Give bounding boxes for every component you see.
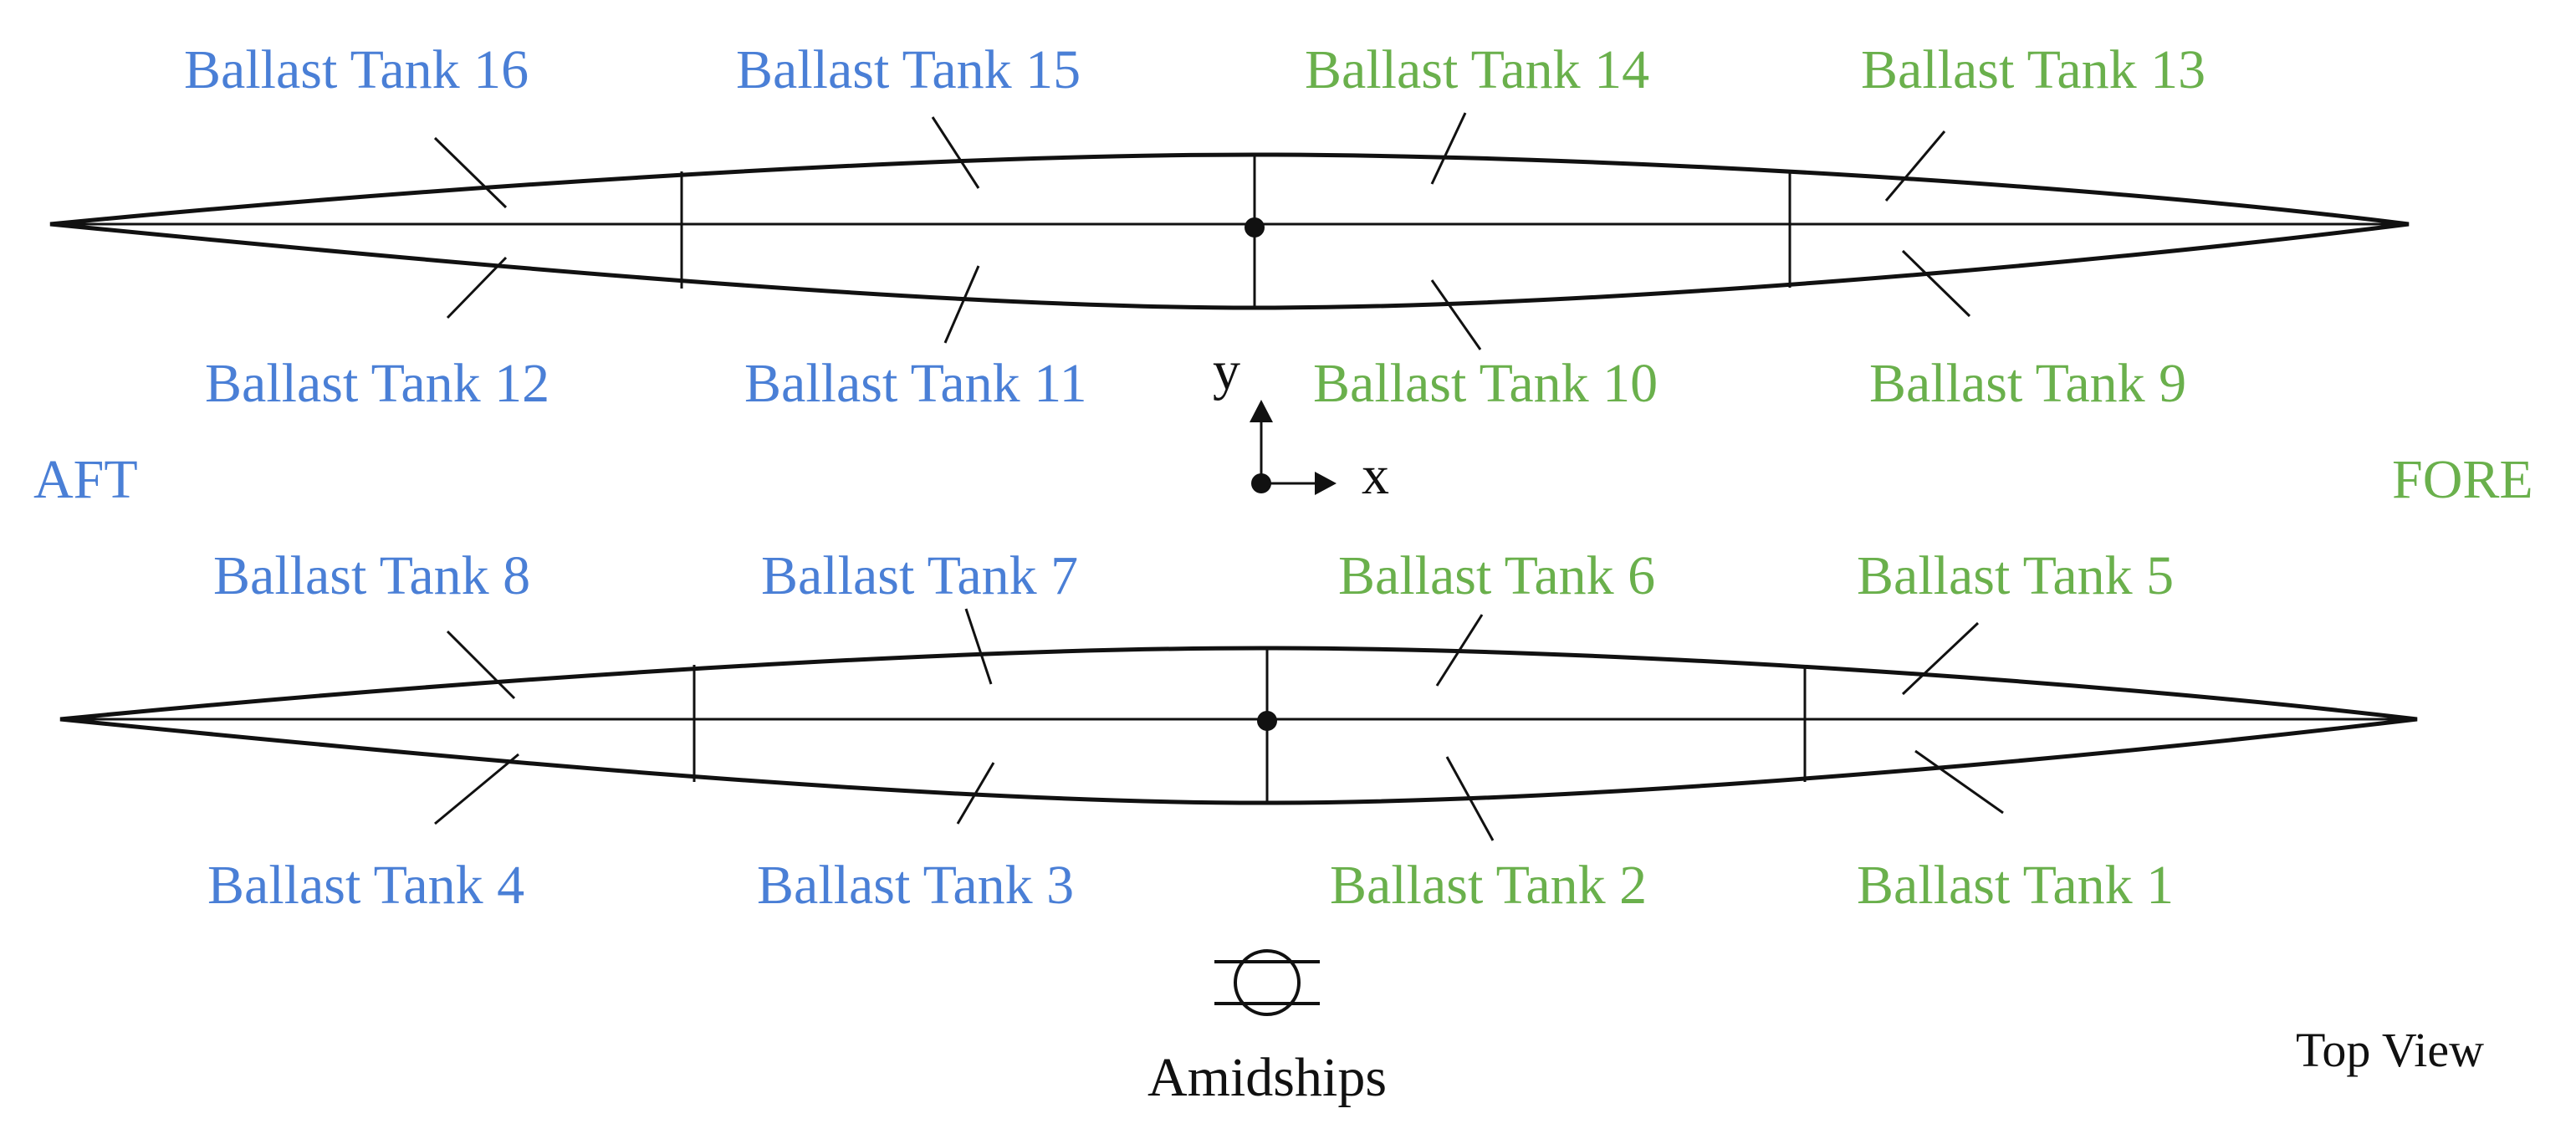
lower-hull-amidships-dot [1257,711,1277,731]
label-tank-7: Ballast Tank 7 [761,545,1078,606]
label-tank-4: Ballast Tank 4 [207,855,524,916]
fore-label: FORE [2392,449,2533,510]
label-tank-14: Ballast Tank 14 [1305,39,1649,100]
leader-tank-2 [1445,756,1495,841]
axis-x-arrowhead [1315,472,1337,495]
leader-tank-15 [931,116,980,189]
axis-indicator: y x [1213,340,1389,506]
label-tank-12: Ballast Tank 12 [205,353,549,414]
axis-y-label: y [1213,340,1240,401]
label-tank-15: Ballast Tank 15 [736,39,1081,100]
label-tank-11: Ballast Tank 11 [744,353,1087,414]
upper-hull-amidships-dot [1245,217,1265,238]
leader-tank-12 [446,256,508,319]
label-tank-10: Ballast Tank 10 [1313,353,1658,414]
top-view-label: Top View [2296,1023,2484,1077]
upper-hull: Ballast Tank 16 Ballast Tank 15 Ballast … [49,39,2410,414]
lower-hull: Ballast Tank 8 Ballast Tank 7 Ballast Ta… [59,545,2418,916]
label-tank-8: Ballast Tank 8 [213,545,530,606]
leader-tank-8 [446,630,516,700]
leader-tank-6 [1435,614,1484,687]
label-tank-9: Ballast Tank 9 [1869,353,2186,414]
label-tank-1: Ballast Tank 1 [1857,855,2174,916]
label-tank-16: Ballast Tank 16 [184,39,529,100]
label-tank-5: Ballast Tank 5 [1857,545,2174,606]
leader-tank-9 [1901,249,1971,318]
axis-x-label: x [1362,445,1389,506]
label-tank-6: Ballast Tank 6 [1338,545,1655,606]
leader-tank-4 [434,753,519,825]
leader-tank-11 [943,265,980,344]
label-tank-13: Ballast Tank 13 [1861,39,2205,100]
label-tank-3: Ballast Tank 3 [757,855,1074,916]
lower-hull-outline [59,646,2418,805]
aft-label: AFT [33,449,138,510]
leader-tank-1 [1914,749,2004,815]
axis-y-arrowhead [1250,400,1273,422]
leader-tank-13 [1884,130,1946,202]
axis-origin [1251,473,1271,493]
leader-tank-16 [433,136,508,209]
upper-hull-outline [49,152,2410,310]
label-tank-2: Ballast Tank 2 [1330,855,1647,916]
amidships-symbol-icon [1214,949,1320,1016]
leader-tank-10 [1430,279,1482,350]
leader-tank-3 [956,762,995,825]
leader-tank-7 [964,608,993,685]
leader-tank-5 [1901,621,1980,696]
leader-tank-14 [1430,112,1467,185]
amidships-label: Amidships [1147,1047,1387,1108]
